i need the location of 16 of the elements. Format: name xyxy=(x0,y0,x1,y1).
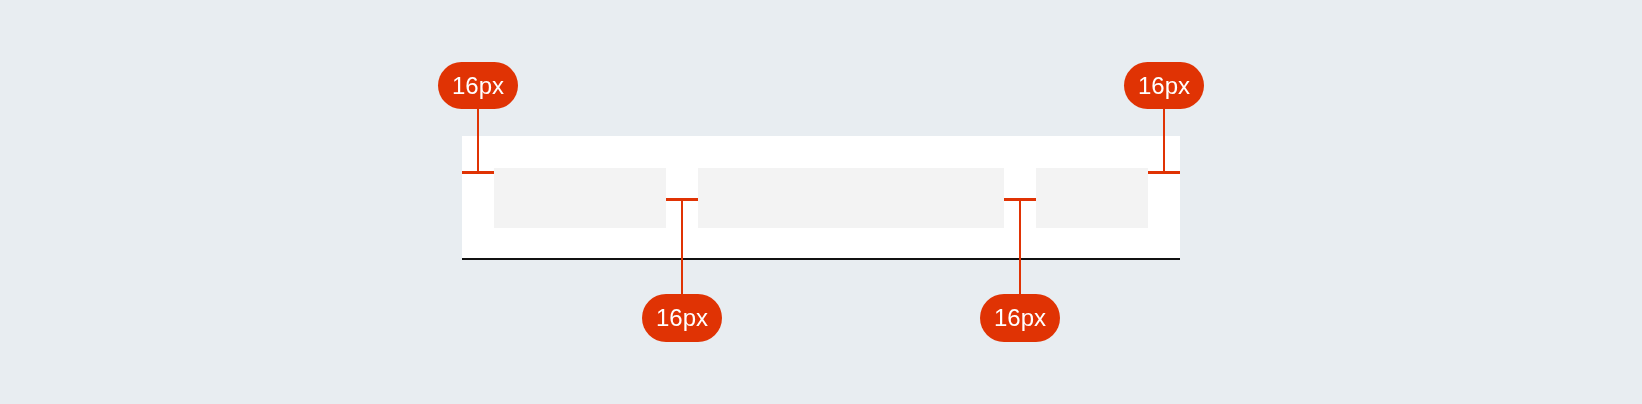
dimension-line xyxy=(1148,171,1180,174)
spacing-tag: 16px xyxy=(980,294,1060,342)
content-block xyxy=(1036,168,1148,228)
dimension-line xyxy=(1004,198,1036,201)
spacing-tag: 16px xyxy=(642,294,722,342)
spacing-tag: 16px xyxy=(1124,62,1204,109)
leader-line xyxy=(1163,108,1165,172)
content-block xyxy=(698,168,1004,228)
layout-container xyxy=(462,136,1180,260)
leader-line xyxy=(681,200,683,295)
leader-line xyxy=(1019,200,1021,295)
dimension-line xyxy=(462,171,494,174)
content-block xyxy=(494,168,666,228)
leader-line xyxy=(477,108,479,172)
spacing-tag: 16px xyxy=(438,62,518,109)
dimension-line xyxy=(666,198,698,201)
